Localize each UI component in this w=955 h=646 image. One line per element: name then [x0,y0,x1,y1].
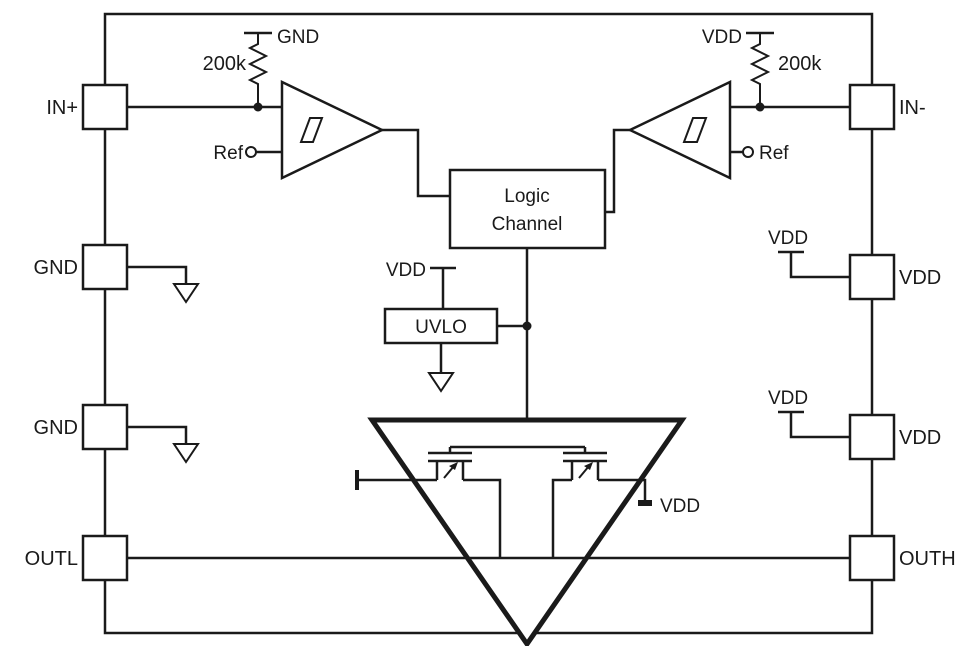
comparator-left-icon [280,80,385,180]
uvlo-label: UVLO [415,317,467,338]
mosfet-right-icon [563,451,607,480]
pin-label-outh: OUTH [899,548,955,570]
ref-label-right: Ref [759,143,789,164]
hysteresis-icon-left [299,117,324,143]
junction-dot-right [755,102,765,112]
pin-in-minus [848,83,896,131]
output-driver: VDD [127,417,850,646]
chip-outline [103,12,874,635]
pin-gnd-2 [81,403,129,451]
driver-triangle-icon [367,417,687,646]
left-pullup-value-label: 200k [203,53,247,75]
uvlo-block: VDD UVLO [383,260,532,393]
pin-label-outl: OUTL [25,548,78,570]
wire-mosfet-left-out [463,478,502,558]
wire-gnd-2 [127,425,188,444]
mosfet-left-arrowhead [449,462,458,470]
logic-channel-label-2: Channel [492,214,563,235]
wire-mosfet-right-out [551,478,572,558]
left-comparator-section: GND 200k Ref [127,27,450,198]
ground-icon-2 [172,443,200,464]
pin-label-gnd-1: GND [34,257,78,279]
ground-icon-1 [172,283,200,304]
junction-dot-uvlo [522,321,532,331]
mosfet-left-icon [428,451,472,480]
pin-in-plus [81,83,129,131]
wire-comp-right-output [605,128,630,214]
uvlo-rail-label: VDD [386,260,426,281]
pin-vdd-2 [848,413,896,461]
ref-terminal-right-icon [742,146,754,158]
wire-gnd-1 [127,265,188,284]
pin-outl [81,534,129,582]
vdd-tick-icon [638,500,652,506]
vdd-pin-networks: VDD VDD [768,228,850,439]
left-pullup-rail-label: GND [277,27,319,48]
pin-gnd-1 [81,243,129,291]
pin-label-gnd-2: GND [34,417,78,439]
logic-channel-box [448,168,607,250]
pin-outh [848,534,896,582]
wire-vdd-1 [789,252,850,279]
right-pullup-value-label: 200k [778,53,822,75]
pin-label-in-plus: IN+ [46,97,78,119]
right-pullup-rail-label: VDD [702,27,742,48]
pin-label-vdd-1: VDD [899,267,941,289]
vdd-rail-label-2: VDD [768,388,808,409]
ref-terminal-left-icon [245,146,257,158]
pins-left: IN+ GND GND OUTL [25,83,129,582]
wire-comp-left-output [382,128,450,198]
resistor-icon-right [749,33,771,107]
logic-channel-label-1: Logic [504,186,549,207]
comparator-right-icon [627,80,732,180]
pins-right: IN- VDD VDD OUTH [848,83,955,582]
ref-label-left: Ref [213,143,243,164]
pin-label-in-minus: IN- [899,97,926,119]
junction-dot-left [253,102,263,112]
vdd-rail-label-1: VDD [768,228,808,249]
pin-label-vdd-2: VDD [899,427,941,449]
hysteresis-icon-right [682,117,708,143]
ground-icon-uvlo [427,372,455,393]
wire-driver-vdd [598,478,647,502]
mosfet-right-arrowhead [584,462,593,470]
logic-channel-block: Logic Channel [448,168,607,447]
right-comparator-section: VDD 200k Ref [605,27,850,214]
resistor-icon-left [247,33,269,107]
wire-vdd-2 [789,412,850,439]
gnd-pin-networks [127,265,200,464]
pin-vdd-1 [848,253,896,301]
driver-vdd-label: VDD [660,496,700,517]
